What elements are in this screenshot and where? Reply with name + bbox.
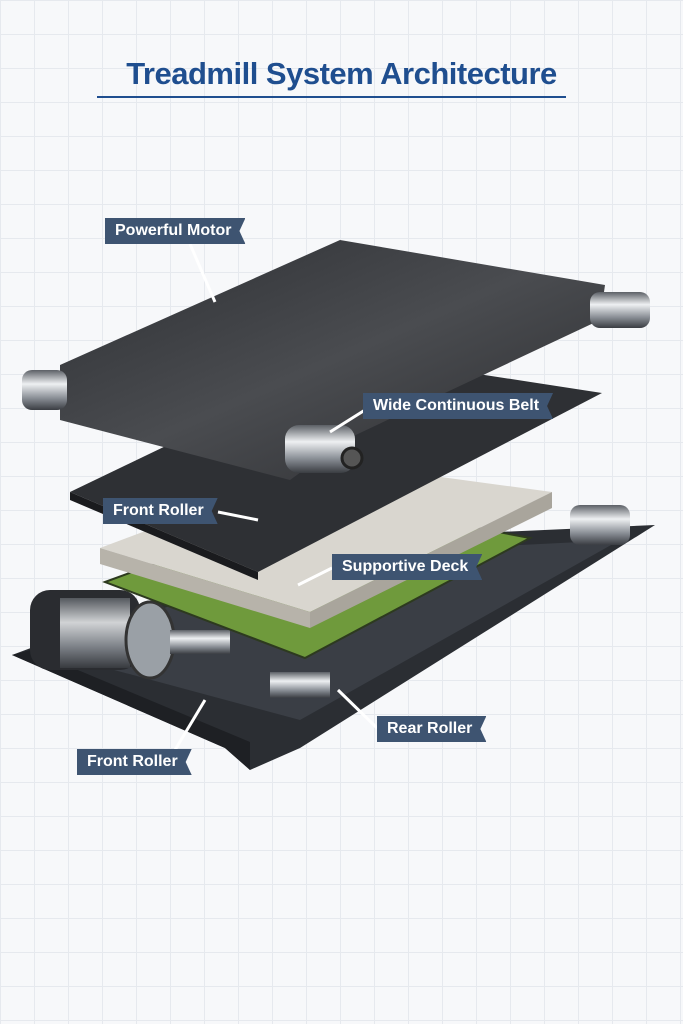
rear-roller-shape xyxy=(270,672,330,698)
label-front-roller-bottom: Front Roller xyxy=(77,749,192,775)
label-front-roller-top: Front Roller xyxy=(103,498,218,524)
belt xyxy=(22,240,650,480)
side-roller xyxy=(570,505,630,545)
label-rear-roller: Rear Roller xyxy=(377,716,486,742)
label-powerful-motor: Powerful Motor xyxy=(105,218,245,244)
leader-lines xyxy=(173,243,379,751)
label-wide-continuous-belt: Wide Continuous Belt xyxy=(363,393,553,419)
title-underline xyxy=(97,96,566,98)
supportive-deck xyxy=(100,462,552,612)
motor xyxy=(30,590,330,698)
diagram-title: Treadmill System Architecture xyxy=(126,56,557,91)
label-supportive-deck: Supportive Deck xyxy=(332,554,482,580)
